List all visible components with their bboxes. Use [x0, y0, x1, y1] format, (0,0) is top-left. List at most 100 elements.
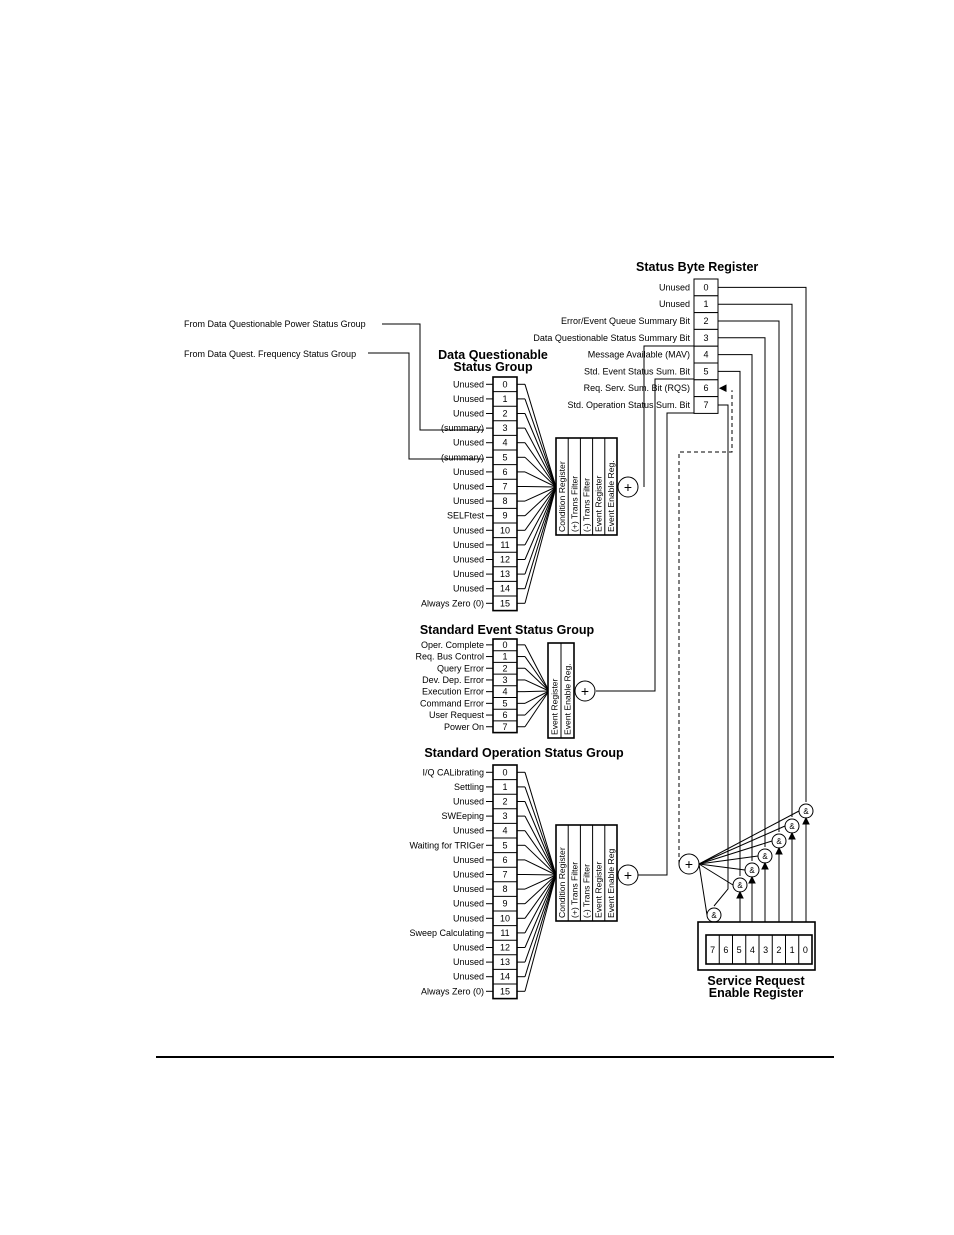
dq-bit: 8: [502, 496, 507, 506]
dq-title-line1: Data Questionable: [438, 348, 548, 362]
standard-operation-group: 0I/Q CALibrating1Settling2Unused3SWEepin…: [409, 764, 639, 1000]
so-fan-line: [524, 859, 557, 876]
dq-fan-line: [524, 486, 557, 502]
so-fan-line: [524, 874, 557, 977]
so-bit: 4: [502, 826, 507, 836]
so-bit-label: Settling: [454, 782, 484, 792]
so-bit: 0: [502, 767, 507, 777]
dq-register-label: Condition Register: [557, 461, 567, 532]
dq-bit: 15: [500, 598, 510, 608]
se-fan-line: [524, 667, 550, 692]
service-request-logic: &&&&&&&+: [678, 286, 814, 929]
so-bit: 10: [500, 913, 510, 923]
dq-bit-label: Unused: [453, 496, 484, 506]
se-bit: 2: [502, 663, 507, 673]
dq-fan-line: [524, 413, 557, 488]
srq-rail-bit-3: [718, 337, 766, 847]
dq-register-stack: [555, 437, 618, 536]
se-register-label: Event Enable Reg.: [563, 663, 573, 735]
dq-bit: 14: [500, 584, 510, 594]
status-byte-bit: 7: [703, 400, 708, 410]
se-fan-line: [524, 656, 550, 692]
se-fan-line: [524, 644, 550, 692]
arrow-up-icon: [788, 831, 796, 840]
se-bit-label: User Request: [429, 710, 485, 720]
so-bit: 7: [502, 870, 507, 880]
se-bit: 0: [502, 640, 507, 650]
status-byte-bit: 3: [703, 333, 708, 343]
se-fan-line: [524, 690, 550, 693]
so-register-label: (-) Trans Filter: [582, 864, 592, 918]
se-fan-line: [524, 690, 550, 728]
srq-rail-bit-2: [718, 320, 780, 832]
dq-bit-label: Unused: [453, 584, 484, 594]
status-byte-label: Message Available (MAV): [588, 350, 690, 360]
srq-rail-bit-5: [718, 370, 741, 876]
so-bit-label: Unused: [453, 870, 484, 880]
external-inputs: From Data Questionable Power Status Grou…: [184, 319, 484, 460]
status-byte-label: Unused: [659, 282, 690, 292]
so-register-label: Event Register: [594, 861, 604, 918]
so-fan-line: [524, 801, 557, 876]
dq-bit-label: Unused: [453, 394, 484, 404]
dq-fan-line: [524, 486, 557, 604]
dq-fan-line: [524, 456, 557, 488]
sre-bit: 5: [737, 945, 742, 955]
data-questionable-group: 0Unused1Unused2Unused3(summary)4Unused5(…: [421, 376, 639, 612]
dq-fan-line: [524, 471, 557, 488]
dq-fan-line: [524, 486, 557, 589]
srq-sum-node-symbol: +: [685, 856, 693, 872]
sre-bit: 4: [750, 945, 755, 955]
dq-bit: 10: [500, 525, 510, 535]
dq-bit: 5: [502, 452, 507, 462]
so-fan-line: [524, 772, 557, 876]
so-bit: 3: [502, 811, 507, 821]
se-bit-label: Execution Error: [422, 687, 484, 697]
srq-gate-output: [698, 855, 759, 865]
srq-gate-output: [698, 825, 786, 865]
so-bit-label: Sweep Calculating: [409, 928, 484, 938]
so-bit: 2: [502, 797, 507, 807]
arrow-up-icon: [736, 890, 744, 899]
se-sum-node-symbol: +: [581, 683, 589, 699]
sre-bit: 3: [763, 945, 768, 955]
so-bit: 8: [502, 884, 507, 894]
status-byte-label: Error/Event Queue Summary Bit: [561, 316, 691, 326]
input-questionable-frequency: From Data Quest. Frequency Status Group: [184, 349, 356, 359]
so-bit-label: Unused: [453, 884, 484, 894]
so-bit-label: Unused: [453, 855, 484, 865]
input-questionable-power: From Data Questionable Power Status Grou…: [184, 319, 366, 329]
dq-bit-label: Unused: [453, 569, 484, 579]
so-bit-label: SWEeping: [441, 811, 484, 821]
so-bit: 9: [502, 899, 507, 909]
srq-rail-bit-7: [713, 404, 729, 907]
so-bit-label: Waiting for TRIGer: [409, 840, 484, 850]
dq-bit-label: SELFtest: [447, 511, 485, 521]
se-bit: 5: [502, 698, 507, 708]
dq-bit-label: Unused: [453, 482, 484, 492]
dq-fan-line: [524, 486, 557, 560]
dq-bit-label: (summary): [441, 452, 484, 462]
arrow-up-icon: [761, 861, 769, 870]
so-bit: 15: [500, 986, 510, 996]
so-bit-label: Always Zero (0): [421, 986, 484, 996]
so-register-stack: [555, 824, 618, 922]
dq-register-label: (+) Trans Filter: [569, 476, 579, 532]
dq-bit-label: Unused: [453, 467, 484, 477]
so-fan-line: [524, 874, 557, 963]
status-byte-bit: 0: [703, 282, 708, 292]
dq-bit: 13: [500, 569, 510, 579]
se-bit-label: Power On: [444, 722, 484, 732]
rqs-arrow-icon: [718, 384, 727, 393]
se-sum-node: [574, 680, 596, 702]
se-title: Standard Event Status Group: [420, 623, 595, 637]
so-bit: 13: [500, 957, 510, 967]
so-fan-line: [524, 874, 557, 992]
so-bit-label: Unused: [453, 797, 484, 807]
dq-fan-line: [524, 486, 557, 546]
dq-bit: 1: [502, 394, 507, 404]
and-gate-bit-0-symbol: &: [803, 807, 809, 816]
so-fan-line: [524, 874, 557, 890]
so-register-label: Condition Register: [557, 847, 567, 918]
